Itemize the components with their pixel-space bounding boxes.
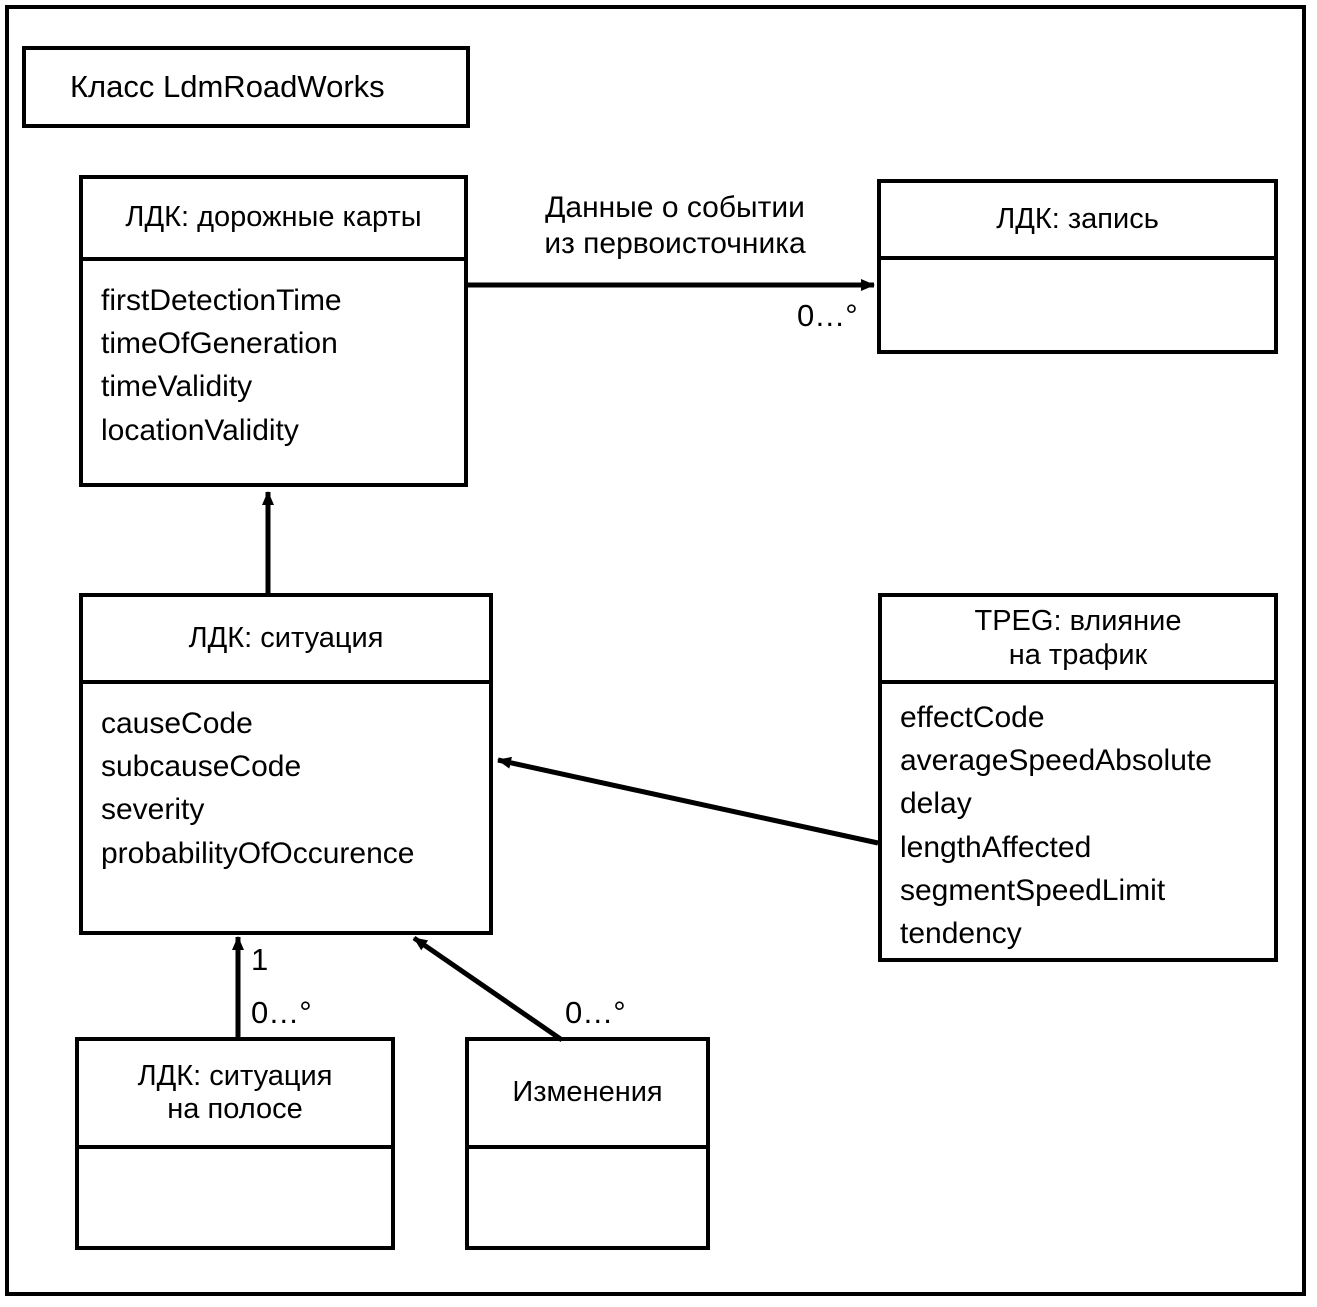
compartment-divider — [83, 680, 489, 684]
class-box-tpeg-traffic-impact[interactable]: TPEG: влияние на трафик effectCode avera… — [878, 593, 1278, 962]
class-box-lane-situation[interactable]: ЛДК: ситуация на полосе — [75, 1037, 395, 1250]
attribute-item: firstDetectionTime — [101, 284, 342, 317]
attribute-item: locationValidity — [101, 413, 299, 447]
attribute-list-record — [881, 260, 1274, 278]
class-box-situation[interactable]: ЛДК: ситуация causeCode subcauseCode sev… — [79, 593, 493, 935]
class-box-record[interactable]: ЛДК: запись — [877, 179, 1278, 354]
compartment-divider — [79, 1145, 391, 1149]
attribute-item: subcauseCode — [101, 750, 302, 784]
attribute-item: timeValidity — [101, 370, 253, 404]
multiplicity-record-target: 0…° — [797, 298, 858, 333]
attribute-list-situation: causeCode subcauseCode severity probabil… — [83, 684, 489, 875]
attribute-item: tendency — [900, 916, 1022, 950]
attribute-item: severity — [101, 793, 205, 827]
attribute-item: segmentSpeedLimit — [900, 873, 1166, 907]
compartment-divider — [469, 1145, 706, 1149]
class-name-tpeg-traffic-impact: TPEG: влияние на трафик — [974, 605, 1182, 671]
class-name-lane-situation: ЛДК: ситуация на полосе — [137, 1059, 333, 1125]
edge-label-road-maps-to-record: Данные о событии из первоисточника — [544, 191, 806, 260]
class-name-situation: ЛДК: ситуация — [188, 621, 384, 654]
compartment-divider — [882, 680, 1274, 684]
class-name-record: ЛДК: запись — [996, 202, 1159, 235]
compartment-divider — [83, 257, 464, 261]
package-title-box[interactable]: Класс LdmRoadWorks — [22, 46, 470, 128]
attribute-item: lengthAffected — [900, 830, 1092, 864]
attribute-list-lane-situation — [79, 1149, 391, 1167]
attribute-item: timeOfGeneration — [101, 327, 338, 361]
class-box-road-maps[interactable]: ЛДК: дорожные карты firstDetectionTime t… — [79, 175, 468, 487]
attribute-list-changes — [469, 1149, 706, 1167]
attribute-item: delay — [900, 787, 972, 821]
attribute-item: probabilityOfOccurence — [101, 836, 415, 870]
attribute-list-tpeg-traffic-impact: effectCode averageSpeedAbsolute delay le… — [882, 684, 1274, 955]
multiplicity-changes-target: 0…° — [565, 995, 626, 1030]
compartment-divider — [881, 256, 1274, 260]
attribute-list-road-maps: firstDetectionTime timeOfGeneration time… — [83, 261, 464, 452]
multiplicity-lane-situation-source: 1 — [251, 942, 269, 977]
package-title-label: Класс LdmRoadWorks — [70, 69, 385, 104]
class-name-road-maps: ЛДК: дорожные карты — [125, 201, 422, 234]
class-box-changes[interactable]: Изменения — [465, 1037, 710, 1250]
attribute-item: causeCode — [101, 707, 253, 740]
class-name-changes: Изменения — [512, 1076, 663, 1109]
attribute-item: effectCode — [900, 701, 1045, 734]
multiplicity-lane-situation-target: 0…° — [251, 995, 312, 1030]
attribute-item: averageSpeedAbsolute — [900, 744, 1212, 778]
diagram-frame — [5, 5, 1306, 1296]
